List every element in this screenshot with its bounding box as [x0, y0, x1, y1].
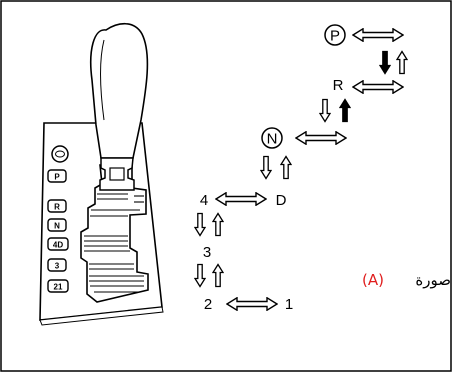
indicator-label-4d: 4D	[53, 241, 63, 250]
position-p-label: P	[330, 28, 340, 45]
position-n-label: N	[267, 131, 278, 148]
indicator-box-3	[47, 258, 67, 272]
position-4-label: 4	[200, 192, 208, 209]
position-3-label: 3	[203, 244, 211, 261]
position-2-label: 2	[204, 296, 212, 313]
shift-knob-highlight	[100, 39, 105, 121]
indicator-box-r	[47, 199, 67, 213]
figure-caption: صورة (A)	[362, 271, 451, 289]
position-n-circle	[261, 127, 283, 149]
indicator-label-n: N	[54, 222, 60, 231]
shifter-gate-hatching	[84, 193, 144, 293]
position-d-label: D	[276, 192, 287, 209]
indicator-label-p: P	[54, 173, 60, 182]
indicator-box-4d	[47, 237, 69, 251]
shift-knob	[89, 22, 149, 159]
position-p-circle	[324, 24, 346, 46]
caption-word: صورة	[415, 271, 451, 289]
position-r-label: R	[333, 77, 344, 94]
shift-knob-slot	[109, 167, 125, 181]
caption-letter: (A)	[362, 271, 384, 289]
indicator-label-r: R	[54, 203, 60, 212]
indicator-box-n	[47, 218, 67, 232]
shifter-illustration: P R N 4D 3 21	[39, 22, 164, 326]
indicator-box-p	[47, 169, 67, 183]
indicator-box-21	[47, 279, 69, 293]
shift-pattern: P R N 4 D 3 2 1	[194, 24, 408, 313]
indicator-label-21: 21	[54, 283, 63, 292]
shift-indicator-column: P R N 4D 3 21	[47, 145, 69, 293]
shifter-console-shadow	[39, 306, 164, 326]
indicator-label-3: 3	[55, 262, 60, 271]
position-1-label: 1	[285, 296, 293, 313]
